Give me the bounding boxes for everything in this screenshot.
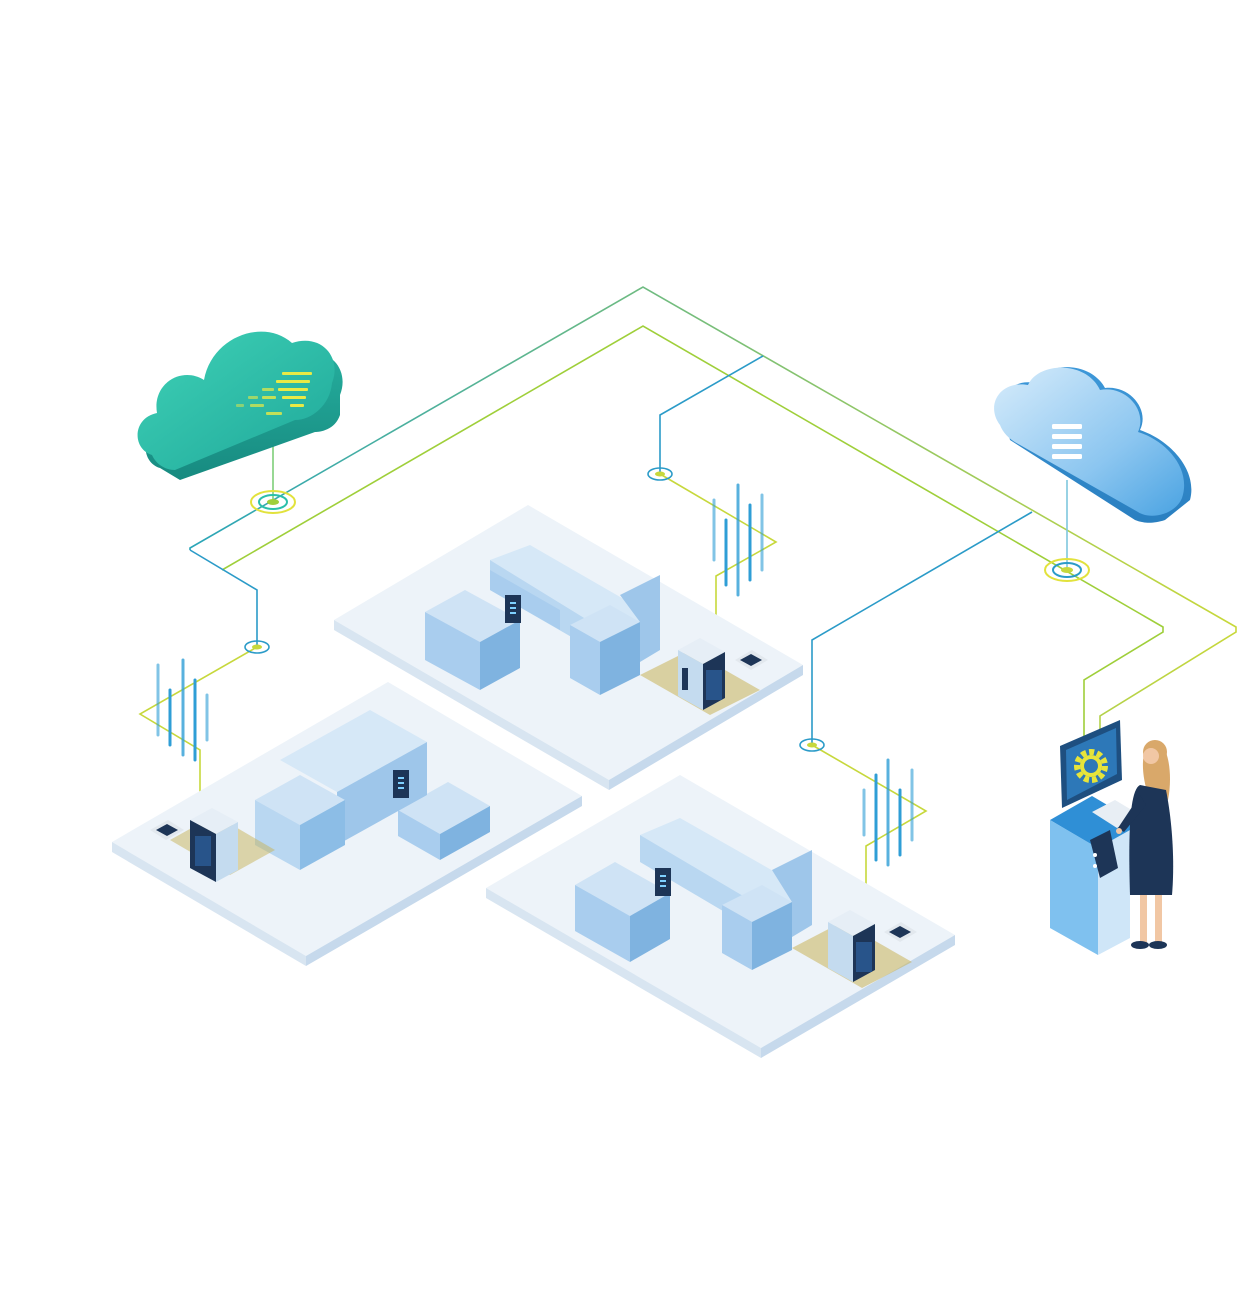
production-machine	[490, 545, 660, 695]
node-teal-cloud	[250, 490, 296, 514]
production-site-bottom	[486, 775, 955, 1058]
server-stack-icon	[1052, 424, 1082, 459]
operator-person	[1116, 740, 1174, 949]
gear-icon	[1074, 749, 1108, 783]
node-bottom	[799, 738, 825, 752]
network-link-inner	[221, 325, 1164, 760]
wireless-signal-top	[712, 483, 764, 597]
node-left	[244, 640, 270, 654]
wireless-signal-bottom	[862, 758, 914, 867]
control-cabinet	[678, 638, 725, 710]
network-nodes	[244, 467, 1090, 752]
network-link-bottom-site	[811, 744, 928, 912]
wireless-signal-left	[156, 658, 209, 762]
blue-storage-cloud	[994, 367, 1192, 523]
teal-data-cloud	[137, 331, 343, 480]
production-site-left	[112, 682, 582, 966]
network-link-outer	[189, 286, 1237, 730]
data-stream-icon	[236, 372, 312, 415]
storage-container	[425, 590, 520, 690]
network-link-bottom-branch	[811, 511, 1033, 745]
terminal-screen	[150, 820, 184, 840]
network-link-top-site	[659, 473, 778, 640]
control-cabinet	[828, 910, 875, 982]
storage-container	[398, 782, 490, 860]
production-machine	[640, 818, 812, 970]
network-links	[138, 286, 1237, 912]
network-link-top-branch	[659, 355, 764, 474]
operator-at-control-terminal	[1050, 720, 1174, 955]
storage-container	[575, 862, 670, 962]
production-site-top	[334, 505, 803, 790]
terminal-screen	[735, 650, 768, 670]
production-machine	[255, 710, 427, 870]
node-blue-cloud	[1044, 558, 1090, 582]
node-top	[647, 467, 673, 481]
network-link-left-branch	[189, 549, 258, 647]
control-cabinet	[190, 808, 238, 882]
terminal-screen	[884, 922, 917, 942]
